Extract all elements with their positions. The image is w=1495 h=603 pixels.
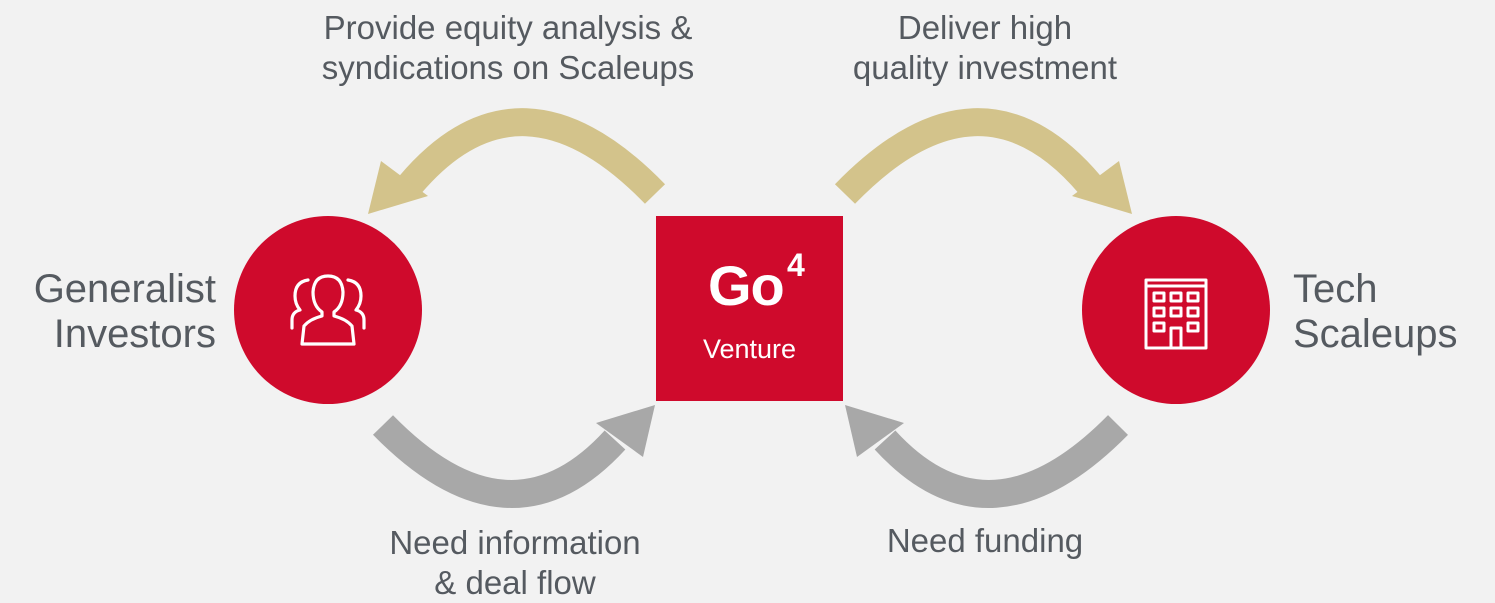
label-need-information-line-2: & deal flow <box>434 564 596 601</box>
label-need-information-line-1: Need information <box>389 524 641 561</box>
label-need-funding: Need funding <box>835 521 1135 561</box>
right-node-label-line-1: Tech <box>1293 267 1378 311</box>
scaleups-circle <box>1082 216 1270 404</box>
arrow-need-information <box>372 405 655 508</box>
label-need-information: Need information & deal flow <box>340 523 690 603</box>
label-deliver-investment-line-1: Deliver high <box>897 9 1073 46</box>
left-node-label-line-2: Investors <box>53 312 216 356</box>
arrow-provide-analysis <box>368 108 666 214</box>
label-deliver-investment: Deliver high quality investment <box>810 8 1160 88</box>
right-node-label: Tech Scaleups <box>1293 267 1458 357</box>
arrow-deliver-investment <box>834 108 1132 214</box>
label-provide-analysis-line-1: Provide equity analysis & <box>323 9 693 46</box>
left-node-label-line-1: Generalist <box>33 267 216 311</box>
label-need-funding-line-1: Need funding <box>886 522 1084 559</box>
left-node-label: Generalist Investors <box>20 267 216 357</box>
office-building-icon <box>1144 278 1208 350</box>
brand-superscript: 4 <box>787 247 805 283</box>
label-provide-analysis-line-2: syndications on Scaleups <box>321 49 695 86</box>
people-group-icon <box>290 274 366 346</box>
label-provide-analysis: Provide equity analysis & syndications o… <box>268 8 748 88</box>
right-node-label-line-2: Scaleups <box>1293 312 1458 356</box>
brand-go-text: Go <box>708 254 785 317</box>
label-deliver-investment-line-2: quality investment <box>852 49 1118 86</box>
investors-circle <box>234 216 422 404</box>
brand-venture-text: Venture <box>702 334 797 364</box>
go4-venture-logo: Go 4 Venture <box>656 216 843 401</box>
arrow-need-funding <box>845 405 1128 508</box>
